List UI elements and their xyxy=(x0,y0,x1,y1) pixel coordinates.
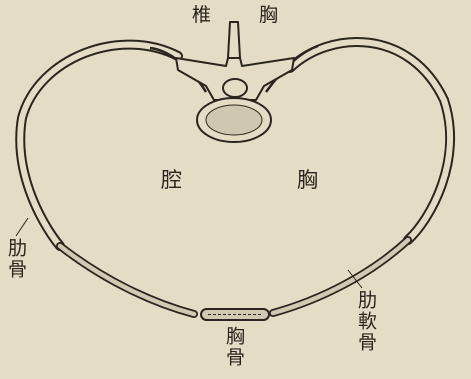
rib-leader-line xyxy=(16,218,28,236)
left-rib xyxy=(20,45,178,246)
label-thoracic-cavity-right: 胸 xyxy=(297,170,318,191)
label-thoracic-cavity-left: 腔 xyxy=(161,170,182,191)
thoracic-vertebra xyxy=(176,22,294,142)
label-rib: 肋骨 xyxy=(6,238,25,280)
left-costal-cartilage xyxy=(60,246,194,314)
label-thoracic-vertebra: 椎 胸 xyxy=(192,6,278,25)
right-costal-cartilage xyxy=(273,240,408,313)
label-costal-cartilage: 肋軟骨 xyxy=(356,290,375,353)
label-sternum: 胸骨 xyxy=(224,326,243,368)
